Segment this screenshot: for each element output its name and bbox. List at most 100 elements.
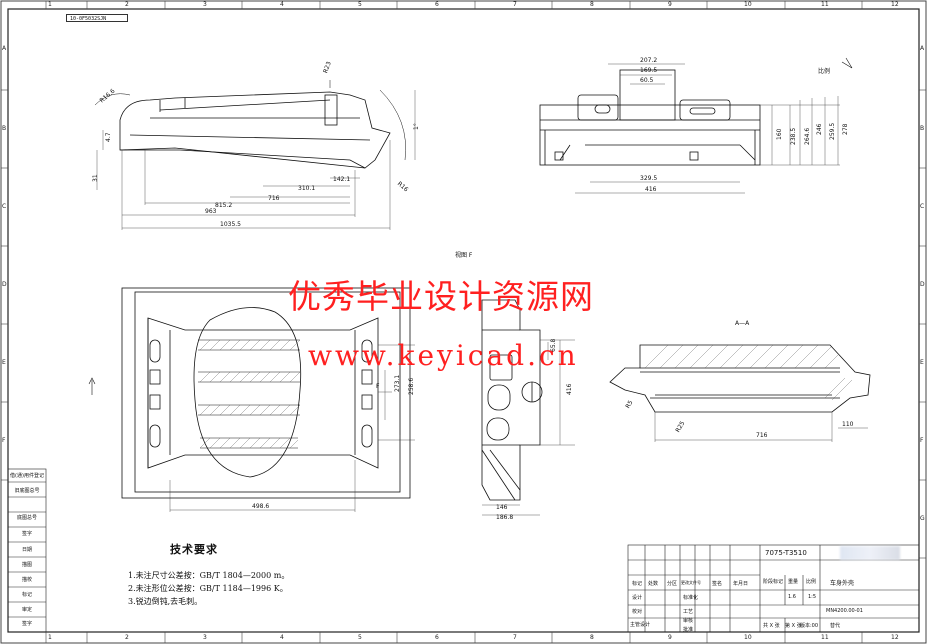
grid-bottom-1: 1	[48, 634, 52, 641]
tb-row-label: 设计	[632, 595, 643, 601]
dim-815: 815.2	[215, 202, 232, 209]
tb-sheet-info: 替代	[830, 623, 841, 629]
grid-bottom-2: 2	[125, 634, 129, 641]
dim-238: 238.5	[790, 128, 797, 145]
side-table-cell: 审定	[21, 607, 32, 613]
grid-top-12: 12	[891, 1, 899, 8]
grid-side-f-r: F	[920, 437, 924, 444]
dim-963: 963	[205, 208, 217, 215]
side-table-cell: 标记	[21, 592, 32, 598]
grid-top-9: 9	[668, 1, 672, 8]
part-name: 车身外壳	[830, 580, 855, 587]
dim-716: 716	[268, 195, 280, 202]
blurred-logo	[840, 546, 900, 560]
dim-angle: 1°	[413, 123, 420, 130]
dim-259: 259.5	[829, 123, 836, 140]
grid-bottom-8: 8	[590, 634, 594, 641]
dim-r25: R25	[674, 420, 686, 434]
dim-416: 416	[645, 186, 657, 193]
side-table-cell: 日期	[21, 547, 32, 553]
dim-160: 160	[776, 128, 783, 140]
dim-47: 4.7	[105, 132, 112, 142]
dim-207: 207.2	[640, 57, 657, 64]
grid-side-g-r: G	[920, 515, 925, 522]
view-letter-f: F	[376, 383, 380, 390]
tb-header-cell: 标记	[632, 581, 643, 587]
tb-sheet-info: 版本:00	[800, 623, 819, 629]
tb-weight: 1.6	[788, 594, 796, 600]
drawing-code-box: 10-0F5032SJN	[66, 14, 128, 22]
grid-top-10: 10	[744, 1, 752, 8]
dim-329: 329.5	[640, 175, 657, 182]
dim-310: 310.1	[298, 185, 315, 192]
grid-bottom-10: 10	[744, 634, 752, 641]
dim-246: 246	[816, 123, 823, 135]
side-table-cell: 描图	[21, 562, 32, 568]
dim-r5: R5	[624, 399, 634, 410]
tb-header-cell: 签名	[712, 581, 723, 587]
section-aa-label: A—A	[735, 320, 750, 327]
grid-top-1: 1	[48, 1, 52, 8]
grid-top-3: 3	[203, 1, 207, 8]
dim-4986: 498.6	[252, 503, 269, 510]
dim-110: 110	[842, 421, 854, 428]
grid-side-d: D	[2, 281, 7, 288]
side-table-cell: 借(通)用件登记	[10, 473, 44, 479]
grid-top-4: 4	[280, 1, 284, 8]
grid-side-a: A	[2, 45, 7, 52]
side-table-cell: 底图总号	[16, 515, 37, 521]
tech-item-3: 3.锐边倒钝,去毛刺。	[128, 597, 203, 606]
dim-146: 146	[496, 504, 508, 511]
grid-bottom-3: 3	[203, 634, 207, 641]
grid-top-8: 8	[590, 1, 594, 8]
grid-bottom-11: 11	[821, 634, 829, 641]
side-table-cell: 签字	[21, 621, 32, 627]
tb-stage-cell: 比例	[806, 579, 817, 585]
grid-bottom-12: 12	[891, 634, 899, 641]
dim-1035: 1035.5	[220, 221, 241, 228]
grid-top-2: 2	[125, 1, 129, 8]
grid-top-7: 7	[513, 1, 517, 8]
tb-sheet-info: 第 X 张	[785, 623, 802, 629]
dim-169: 169.5	[640, 67, 657, 74]
dim-416b: 416	[566, 383, 573, 395]
drawing-number: 7075-T3510	[765, 549, 807, 557]
tb-row-label: 主管设计	[630, 622, 651, 628]
grid-side-b: B	[2, 125, 7, 132]
tech-requirements-title: 技术要求	[170, 543, 218, 556]
grid-side-c-r: C	[920, 203, 925, 210]
part-number: MN4200.00-01	[826, 608, 863, 614]
watermark-url: www.keyicad.cn	[308, 339, 579, 372]
tb-header-cell: 更改文件号	[681, 580, 701, 585]
detail-scale-label: 比例	[818, 68, 831, 75]
dim-716b: 716	[756, 432, 768, 439]
tech-item-2: 2.未注形位公差按：GB/T 1184—1996 K。	[128, 584, 288, 593]
dim-60: 60.5	[640, 77, 654, 84]
tb-header-cell: 分区	[667, 581, 678, 587]
tb-row-label: 工艺	[683, 609, 694, 615]
dim-r166: R16.6	[99, 88, 117, 105]
side-table-cell: 签字	[21, 531, 32, 537]
tb-header-cell: 年月日	[733, 581, 749, 587]
grid-side-e-r: E	[920, 359, 924, 366]
grid-side-d-r: D	[920, 281, 925, 288]
view-f-label: 视图 F	[455, 252, 473, 259]
grid-side-b-r: B	[920, 125, 925, 132]
watermark-title: 优秀毕业设计资源网	[288, 277, 594, 316]
tech-item-1: 1.未注尺寸公差按：GB/T 1804—2000 m。	[128, 571, 290, 580]
grid-bottom-5: 5	[358, 634, 362, 641]
grid-side-c: C	[2, 203, 7, 210]
grid-bottom-6: 6	[435, 634, 439, 641]
grid-bottom-7: 7	[513, 634, 517, 641]
grid-side-a-r: A	[920, 45, 925, 52]
grid-bottom-4: 4	[280, 634, 284, 641]
dim-2731: 273.1	[394, 375, 401, 392]
dim-r16: R16	[396, 180, 410, 193]
tb-stage-cell: 阶段标记	[763, 579, 784, 585]
grid-top-11: 11	[821, 1, 829, 8]
dim-142: 142.1	[333, 176, 350, 183]
tb-row-label: 批准	[683, 627, 694, 633]
tb-row-label: 标准化	[683, 595, 699, 601]
tb-sheet-info: 共 X 张	[763, 623, 780, 629]
